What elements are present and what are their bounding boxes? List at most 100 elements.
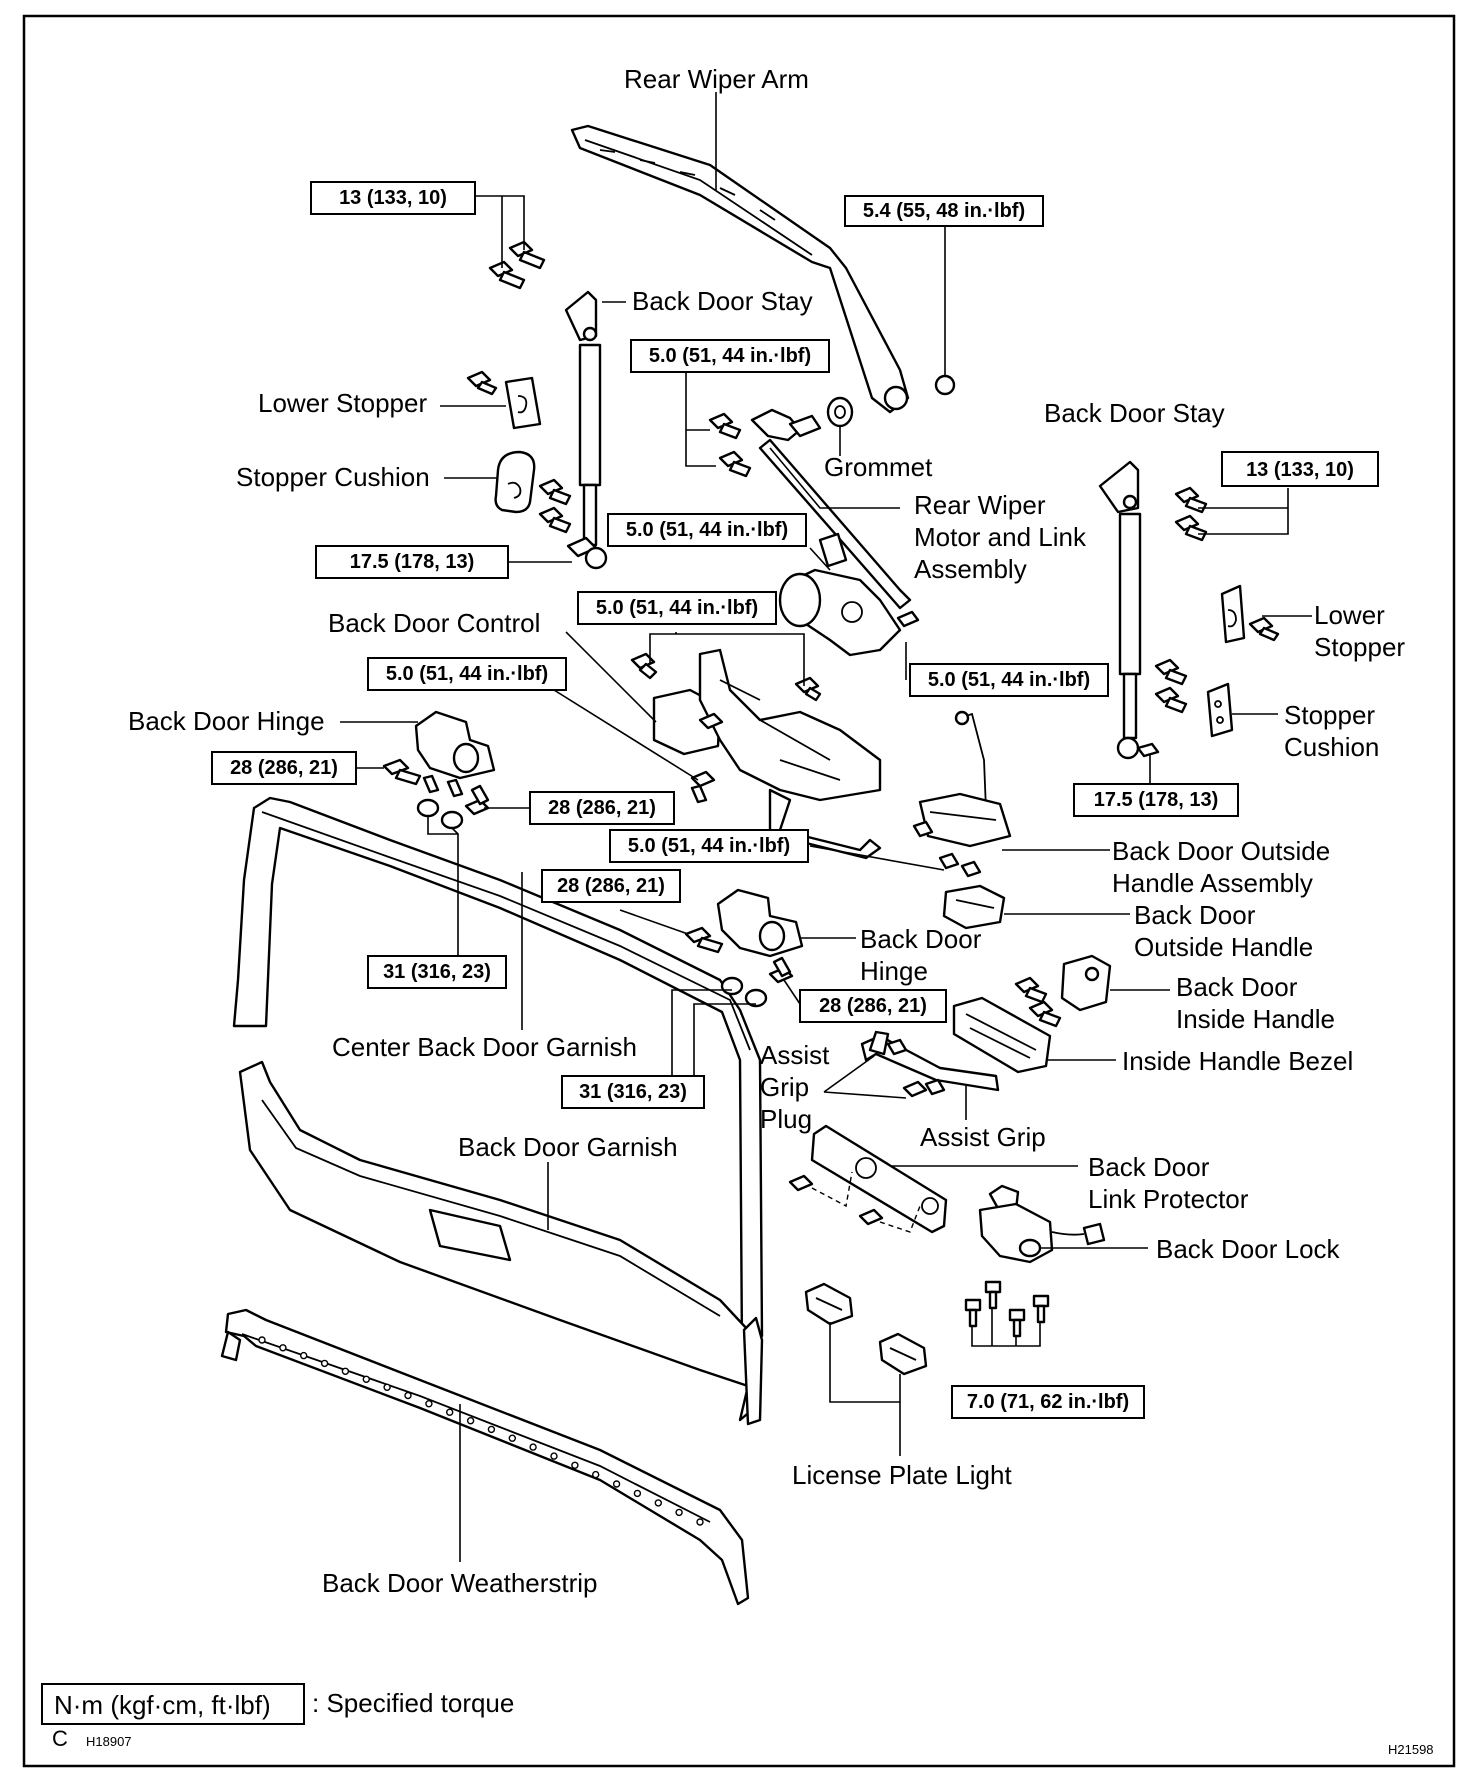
weatherstrip-hole (654, 1499, 662, 1507)
label-outside-handle-assembly-2: Handle Assembly (1112, 868, 1313, 898)
torque-7-0-lock: 7.0 (71, 62 in.·lbf) (967, 1391, 1129, 1413)
weatherstrip-hole (300, 1351, 308, 1360)
legend-unit-box: N·m (kgf·cm, ft·lbf) (54, 1690, 271, 1720)
weatherstrip-hole (383, 1383, 391, 1392)
label-link-protector-1: Back Door (1088, 1152, 1210, 1182)
label-weatherstrip: Back Door Weatherstrip (322, 1568, 598, 1598)
torque-28-hinge-left: 28 (286, 21) (230, 757, 338, 779)
label-outside-handle-1: Back Door (1134, 900, 1256, 930)
nuts-upper-hinge (416, 784, 490, 830)
legend-unit-desc: : Specified torque (312, 1688, 514, 1718)
label-lower-stopper-left: Lower Stopper (258, 388, 427, 418)
weatherstrip-hole (425, 1399, 433, 1408)
back-door-hinge-upper-drawing (382, 710, 496, 798)
label-rear-wiper-motor-3: Assembly (914, 554, 1027, 584)
outside-handle-drawing (942, 884, 1006, 930)
label-outside-handle-assembly-1: Back Door Outside (1112, 836, 1330, 866)
label-back-door-garnish: Back Door Garnish (458, 1132, 678, 1162)
back-door-hinge-lower-drawing (684, 888, 804, 1008)
legend: N·m (kgf·cm, ft·lbf) : Specified torque (41, 1683, 514, 1725)
label-inside-handle-2: Inside Handle (1176, 1004, 1335, 1034)
stopper-cushion-right-drawing (1154, 658, 1234, 738)
label-stopper-cushion-left: Stopper Cushion (236, 462, 430, 492)
grommet-drawing (708, 396, 854, 478)
torque-31-upper: 31 (316, 23) (383, 961, 491, 983)
weatherstrip-hole (446, 1408, 454, 1416)
label-assist-grip-plug-2: Grip (760, 1072, 809, 1102)
weatherstrip-hole (487, 1425, 496, 1434)
torque-5-0-control-top: 5.0 (51, 44 in.·lbf) (596, 597, 758, 619)
diagram-frame (22, 14, 1456, 1768)
weatherstrip-hole (571, 1461, 579, 1470)
back-door-garnish-drawing (238, 1060, 764, 1426)
label-back-door-stay-right: Back Door Stay (1044, 398, 1225, 428)
torque-28-hinge-lower-left: 28 (286, 21) (557, 875, 665, 897)
torque-28-hinge-lower-right: 28 (286, 21) (819, 995, 927, 1017)
outside-handle-assembly-drawing (912, 710, 1012, 878)
weatherstrip-hole (633, 1489, 642, 1498)
bolts-top-right (1174, 486, 1208, 542)
label-back-door-lock: Back Door Lock (1156, 1234, 1341, 1264)
footer-code-right: H21598 (1388, 1742, 1434, 1757)
torque-28-hinge-upper-nut: 28 (286, 21) (548, 797, 656, 819)
weatherstrip-holes (258, 1336, 704, 1526)
back-door-link-protector-drawing (788, 1124, 948, 1234)
torque-5-0-motor-left: 5.0 (51, 44 in.·lbf) (626, 519, 788, 541)
weatherstrip-hole (279, 1344, 287, 1352)
weatherstrip-hole (550, 1452, 558, 1460)
control-bolt (690, 770, 716, 804)
weatherstrip-hole (529, 1443, 537, 1451)
label-center-garnish: Center Back Door Garnish (332, 1032, 637, 1062)
torque-17-5-right: 17.5 (178, 13) (1094, 789, 1219, 811)
label-hinge-lower-1: Back Door (860, 924, 982, 954)
label-assist-grip-plug-1: Assist (760, 1040, 830, 1070)
inside-handle-bezel-drawing (952, 996, 1052, 1074)
bolts-top-left (488, 240, 546, 290)
label-lower-stopper-right-2: Stopper (1314, 632, 1405, 662)
weatherstrip-hole (341, 1367, 350, 1376)
lower-stopper-right-drawing (1220, 584, 1280, 644)
label-outside-handle-2: Outside Handle (1134, 932, 1313, 962)
torque-13-right: 13 (133, 10) (1246, 459, 1354, 481)
footer-corner-letter: C (52, 1726, 68, 1751)
label-grommet: Grommet (824, 452, 933, 482)
torque-5-0-handle: 5.0 (51, 44 in.·lbf) (628, 835, 790, 857)
torque-5-4: 5.4 (55, 48 in.·lbf) (863, 200, 1025, 222)
weatherstrip-hole (675, 1508, 683, 1517)
stopper-cushion-left-drawing (494, 450, 572, 534)
label-license-plate-light: License Plate Light (792, 1460, 1012, 1490)
back-door-lock-drawing (978, 1184, 1106, 1264)
label-lower-stopper-right-1: Lower (1314, 600, 1385, 630)
weatherstrip-hole (612, 1480, 621, 1488)
label-back-door-hinge-upper: Back Door Hinge (128, 706, 325, 736)
weatherstrip-hole (362, 1375, 370, 1384)
back-door-control-drawing (630, 648, 882, 860)
label-stopper-cushion-right-2: Cushion (1284, 732, 1379, 762)
leader-lines (340, 92, 1312, 1562)
label-link-protector-2: Link Protector (1088, 1184, 1249, 1214)
torque-5-0-motor-top: 5.0 (51, 44 in.·lbf) (649, 345, 811, 367)
weatherstrip-hole (508, 1434, 516, 1442)
label-hinge-lower-2: Hinge (860, 956, 928, 986)
footer-code-left: H18907 (86, 1734, 132, 1749)
label-inside-handle-1: Back Door (1176, 972, 1298, 1002)
label-back-door-control: Back Door Control (328, 608, 540, 638)
torque-17-5-left: 17.5 (178, 13) (350, 551, 475, 573)
back-door-stay-left-drawing (564, 290, 608, 570)
label-rear-wiper-motor-1: Rear Wiper (914, 490, 1046, 520)
weatherstrip-hole (592, 1470, 600, 1479)
torque-13-left: 13 (133, 10) (339, 187, 447, 209)
back-door-stay-right-drawing (1098, 460, 1160, 760)
weatherstrip-hole (404, 1391, 412, 1400)
lower-stopper-left-drawing (466, 370, 542, 430)
inside-handle-drawing (1014, 954, 1112, 1028)
weatherstrip-hole (258, 1336, 266, 1344)
torque-boxes: 13 (133, 10) 5.4 (55, 48 in.·lbf) 5.0 (5… (211, 181, 1379, 1419)
label-assist-grip: Assist Grip (920, 1122, 1046, 1152)
license-plate-light-drawing (804, 1282, 928, 1376)
label-inside-handle-bezel: Inside Handle Bezel (1122, 1046, 1353, 1076)
label-assist-grip-plug-3: Plug (760, 1104, 812, 1134)
weatherstrip-hole (466, 1416, 475, 1425)
